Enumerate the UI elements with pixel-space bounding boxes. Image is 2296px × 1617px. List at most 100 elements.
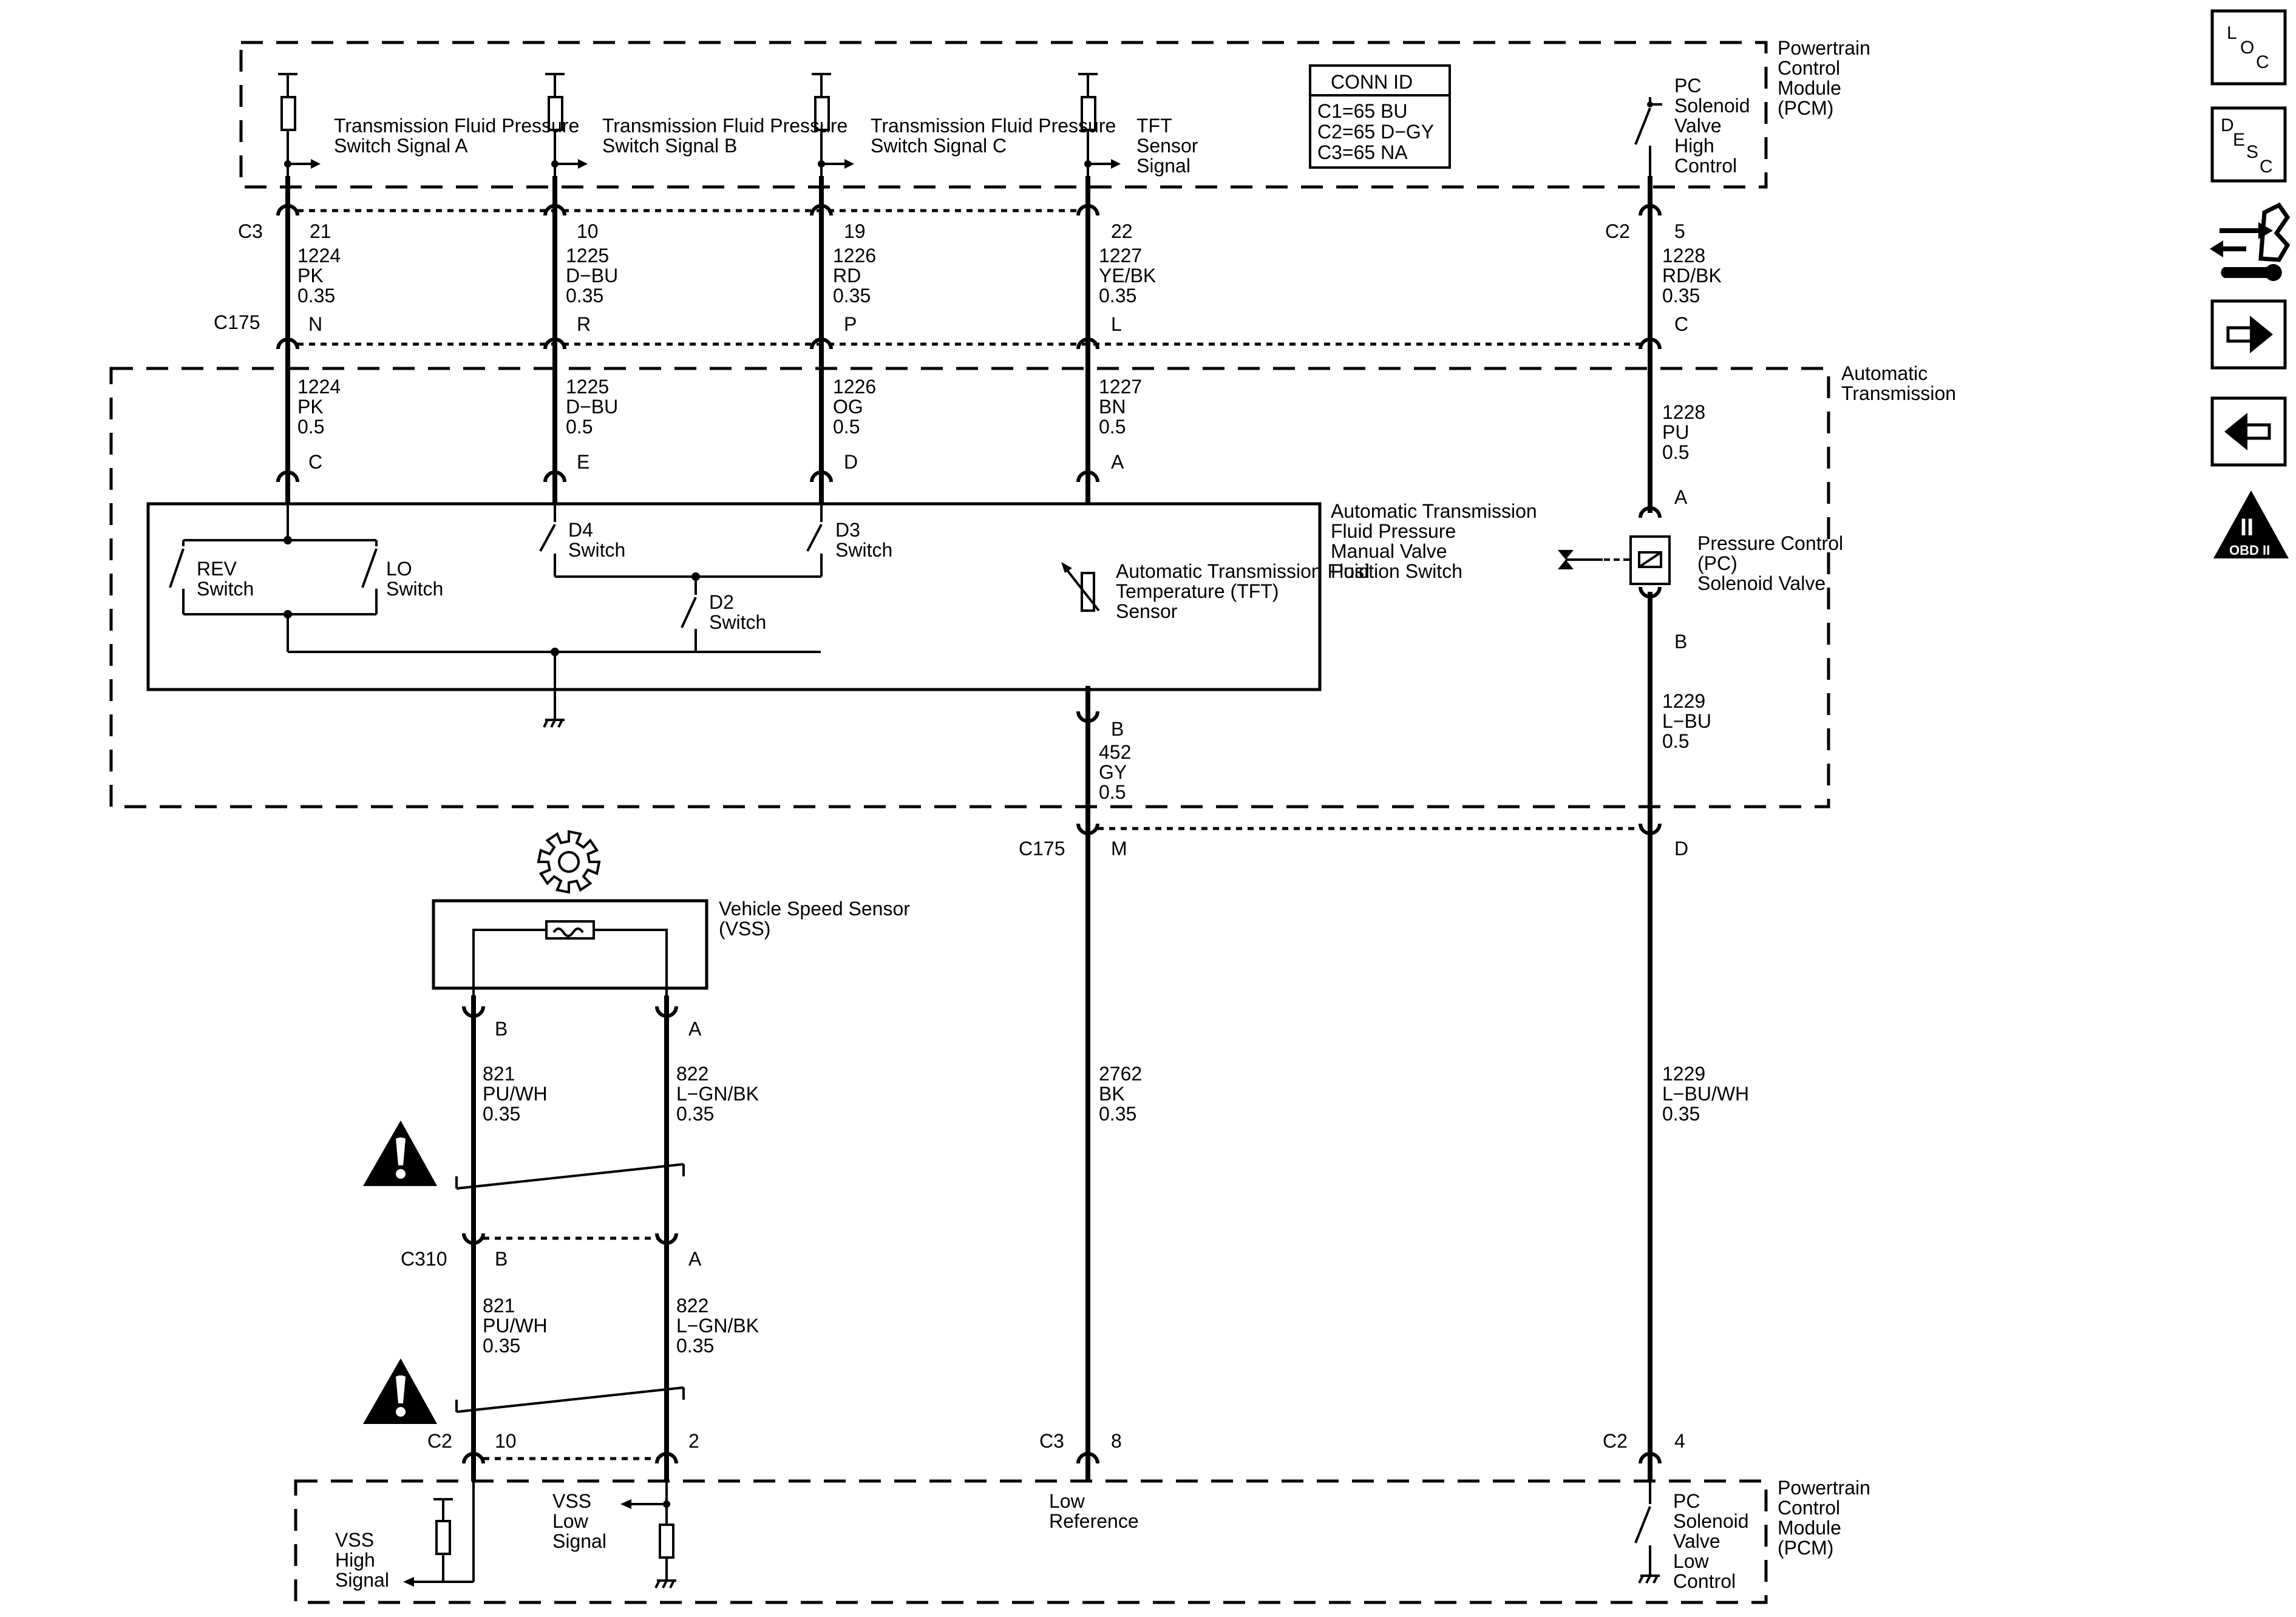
connector-cavity: [1639, 586, 1662, 598]
conn-id-c1: C1=65 BU: [1317, 100, 1408, 122]
pin-pc-a: A: [1674, 486, 1688, 508]
connector-cavity: [655, 1006, 678, 1018]
pcm-bottom-outline: [294, 1479, 1768, 1604]
connector-cavity: [276, 337, 299, 350]
loc-button-letter-o: O: [2240, 38, 2254, 58]
pcm-pc-high-driver: [1634, 97, 1662, 176]
ground-icon: [543, 719, 565, 728]
pcm-input-circuit-c: [812, 73, 854, 176]
arrow-left-icon: [2224, 413, 2271, 450]
pcm-input-circuit-b: [545, 73, 588, 176]
c2-bottom-left-label: C2: [427, 1430, 452, 1452]
pin-c175-l: L: [1111, 313, 1122, 335]
connector-cavity: [1639, 337, 1662, 350]
automatic-transmission-outline: [109, 367, 1830, 808]
pin-switch-d: D: [844, 451, 858, 473]
connector-cavity: [276, 204, 299, 216]
connector-cavity: [1076, 711, 1099, 723]
pin-c310-a: A: [688, 1248, 702, 1270]
pin-pc-b: B: [1674, 631, 1687, 653]
pin-c175-n: N: [308, 313, 322, 335]
connector-cavity: [1076, 823, 1099, 835]
connector-cavity: [462, 1452, 485, 1464]
gear-icon: [537, 830, 601, 894]
desc-button-letter-c: C: [2260, 157, 2273, 177]
pcm-input-circuit-a: [278, 73, 321, 176]
desc-button-letter-e: E: [2233, 130, 2245, 150]
c3-bottom-label: C3: [1039, 1430, 1064, 1452]
c310-label: C310: [401, 1248, 447, 1270]
conn-id-title: CONN ID: [1331, 71, 1413, 93]
pcm-input-circuit-tft: [1078, 73, 1121, 176]
pin-c3-19: 19: [844, 220, 866, 242]
pin-c3-22: 22: [1111, 220, 1133, 242]
connector-wrench-icon[interactable]: [2210, 200, 2291, 282]
pin-c175-c: C: [1674, 313, 1688, 335]
desc-button-icon: D: [2221, 115, 2234, 135]
connector-cavity: [1076, 337, 1099, 350]
tft-thermistor: [1061, 562, 1100, 612]
connector-cavity: [810, 470, 833, 483]
pin-c3-8: 8: [1111, 1430, 1122, 1452]
loc-button[interactable]: L O C: [2210, 9, 2287, 86]
next-button[interactable]: [2210, 299, 2287, 370]
conn-id-c3: C3=65 NA: [1317, 141, 1408, 163]
twist-line-bottom: [456, 1386, 684, 1413]
pcm-top-outline: [239, 41, 1768, 189]
pin-switch-e: E: [577, 451, 589, 473]
connector-cavity: [810, 337, 833, 350]
connector-cavity: [1076, 1452, 1099, 1464]
manual-valve-position-switch: [146, 502, 1322, 720]
connector-cavity: [1639, 506, 1662, 518]
c175-top-label: C175: [214, 311, 260, 333]
vss-label: Vehicle Speed Sensor(VSS): [719, 898, 910, 940]
pin-c175-d: D: [1674, 838, 1688, 859]
prev-button[interactable]: [2210, 396, 2287, 467]
obd-ii-button[interactable]: II OBD II: [2213, 490, 2289, 558]
connector-cavity: [543, 204, 566, 216]
obd-ii-numeral: II: [2240, 514, 2254, 541]
pin-c3-21: 21: [310, 220, 331, 242]
arrow-right-icon: [2226, 316, 2273, 353]
c2-top-label: C2: [1605, 220, 1630, 242]
desc-button[interactable]: D E S C: [2210, 106, 2287, 183]
c2-bottom-right-label: C2: [1603, 1430, 1628, 1452]
pcm-vss-low-circuit: [620, 1481, 676, 1588]
pcm-pc-low-driver: [1634, 1481, 1660, 1584]
obd-ii-icon: II OBD II: [2213, 490, 2289, 558]
pcm-vss-high-circuit: [403, 1481, 475, 1587]
loc-button-letter-c: C: [2256, 52, 2269, 72]
twist-line-top: [456, 1163, 684, 1190]
pc-solenoid-valve: [1558, 535, 1671, 585]
connector-cavity: [655, 1452, 678, 1464]
warning-triangle-icon: [363, 1120, 437, 1186]
